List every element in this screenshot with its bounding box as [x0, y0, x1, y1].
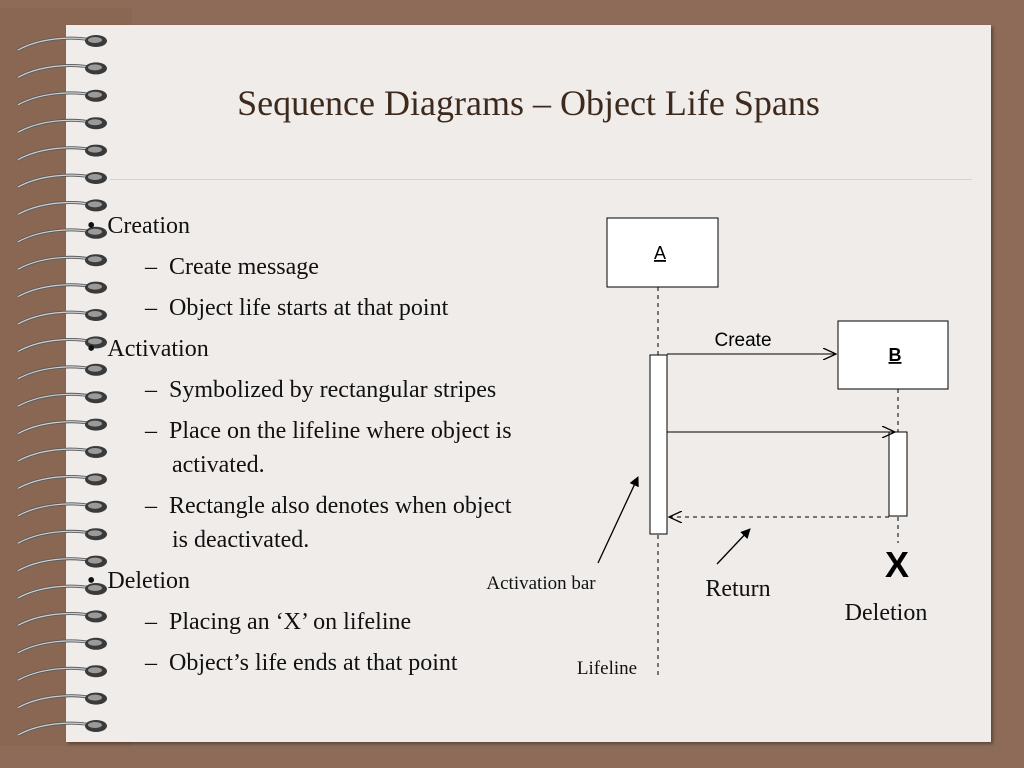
slide-page	[66, 25, 991, 742]
sub-bullet-life-starts-text: Object life starts at that point	[169, 295, 449, 321]
sub-bullet-placing-x-text: Placing an ‘X’ on lifeline	[169, 609, 412, 635]
binding-ring	[17, 226, 107, 244]
binding-ring	[17, 172, 107, 189]
binding-ring	[17, 62, 107, 79]
title-divider	[110, 179, 972, 180]
deletion-mark: X	[885, 544, 909, 585]
binding-ring	[17, 665, 107, 682]
sub-bullet-life-starts: – Object life starts at that point	[145, 295, 449, 321]
binding-ring	[17, 692, 107, 709]
activation-bar-pointer	[597, 476, 639, 564]
sub-bullet-life-ends: – Object’s life ends at that point	[145, 650, 458, 676]
binding-ring	[17, 720, 107, 737]
object-a-label: A	[654, 243, 666, 263]
binding-ring	[17, 418, 107, 435]
binding-ring	[17, 199, 107, 216]
binding-ring	[17, 391, 107, 408]
binding-ring	[17, 555, 107, 572]
binding-ring	[17, 281, 107, 298]
object-b-box	[837, 320, 949, 390]
sub-bullet-rect-line1: Rectangle also denotes when object	[169, 493, 512, 519]
binding-ring	[17, 610, 107, 627]
sub-bullet-symbolized-text: Symbolized by rectangular stripes	[169, 377, 497, 403]
bullet-deletion-text: Deletion	[107, 568, 191, 594]
binding-ring	[17, 117, 107, 134]
binding-ring	[17, 144, 107, 161]
binding-ring	[17, 500, 107, 518]
binding-ring	[17, 35, 107, 52]
binding-ring	[17, 336, 107, 353]
lifeline-label: Lifeline	[577, 658, 637, 679]
binding-ring	[17, 473, 107, 490]
slide-title: Sequence Diagrams – Object Life Spans	[237, 83, 820, 123]
binding-ring	[17, 363, 107, 381]
sub-bullet-create-message-text: Create message	[169, 254, 319, 280]
sub-bullet-life-ends-text: Object’s life ends at that point	[169, 650, 458, 676]
binding-ring	[17, 528, 107, 545]
sub-bullet-symbolized: – Symbolized by rectangular stripes	[145, 377, 497, 403]
return-label: Return	[705, 576, 770, 602]
bullet-deletion: • Deletion	[87, 568, 191, 594]
bullet-creation-text: Creation	[107, 213, 191, 239]
activation-bar-b	[888, 431, 908, 517]
binding-ring	[17, 89, 107, 107]
spiral-binding	[17, 35, 107, 737]
sub-bullet-place-on-lifeline: – Place on the lifeline where object is	[145, 418, 512, 444]
sub-bullet-place-line1: Place on the lifeline where object is	[169, 418, 512, 444]
activation-bar-label: Activation bar	[486, 573, 596, 594]
object-a-box	[606, 217, 719, 288]
create-message-label: Create	[714, 330, 771, 351]
sub-bullet-create-message: – Create message	[145, 254, 319, 280]
bullet-activation-text: Activation	[107, 336, 209, 362]
sub-bullet-place-line2: activated.	[172, 452, 265, 478]
activation-bar-a	[649, 354, 668, 535]
return-pointer	[716, 528, 751, 565]
bullet-activation: • Activation	[87, 336, 209, 362]
sub-bullet-placing-x: – Placing an ‘X’ on lifeline	[145, 609, 412, 635]
bullet-creation: • Creation	[87, 213, 191, 239]
binding-ring	[17, 583, 107, 600]
object-b-label: B	[889, 345, 902, 365]
binding-ring	[17, 446, 107, 463]
binding-ring	[17, 309, 107, 326]
binding-ring	[17, 637, 107, 655]
binding-ring	[17, 254, 107, 271]
sub-bullet-rectangle: – Rectangle also denotes when object	[145, 493, 512, 519]
sub-bullet-rect-line2: is deactivated.	[172, 527, 310, 553]
deletion-label: Deletion	[845, 600, 928, 626]
